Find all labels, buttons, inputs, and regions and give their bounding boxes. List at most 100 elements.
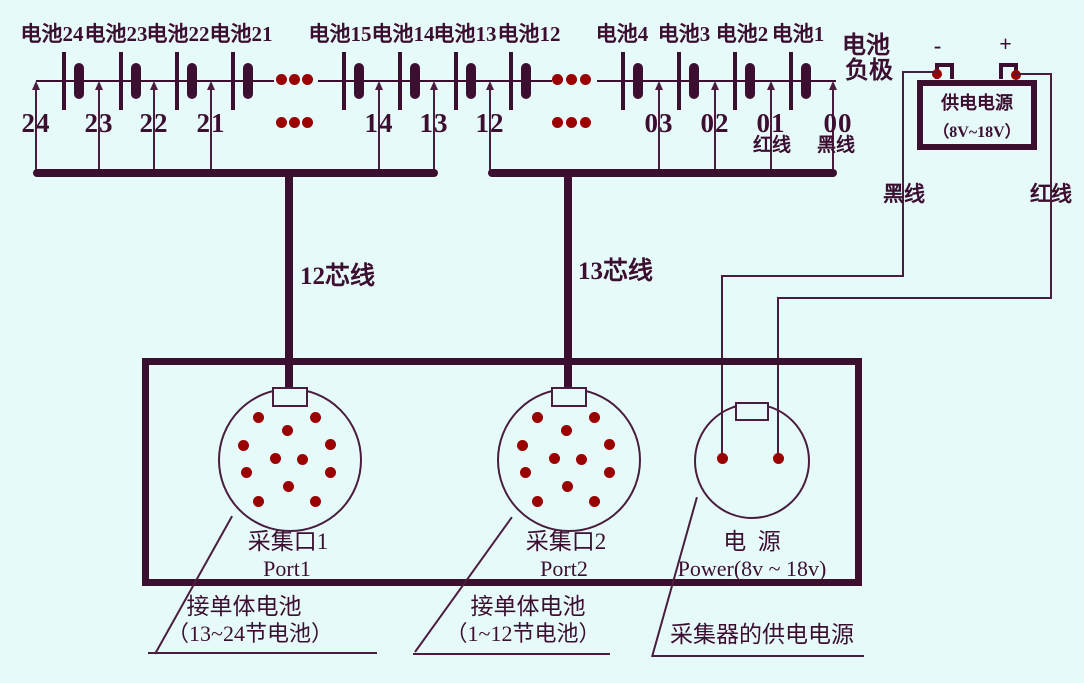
- battery-label: 电池14: [371, 22, 435, 46]
- tap-line: [658, 84, 660, 170]
- power-pin-dot: [773, 453, 784, 464]
- battery-label: 电池13: [433, 22, 497, 46]
- ellipsis-dot: [276, 117, 287, 128]
- tap-line: [210, 84, 212, 170]
- black-wire: [902, 71, 904, 277]
- pin-dot: [238, 440, 249, 451]
- battery-label: 电池15: [308, 22, 372, 46]
- battery-negative-plate: [74, 63, 84, 99]
- ellipsis-dot: [302, 117, 313, 128]
- tap-number: 02: [700, 108, 730, 138]
- cable-12-core-label: 12芯线: [300, 263, 376, 290]
- battery-label: 电池4: [595, 22, 649, 46]
- battery-positive-plate: [119, 52, 123, 110]
- battery-negative-plate: [354, 63, 364, 99]
- up-arrow-icon: [31, 81, 40, 90]
- up-arrow-icon: [485, 81, 494, 90]
- tap-line: [489, 84, 491, 170]
- bus-bar-2: [488, 169, 837, 177]
- battery-negative-plate: [466, 63, 476, 99]
- bus-bar-1: [33, 169, 438, 177]
- battery-label: 电池1: [771, 22, 825, 46]
- port2-annotation-line2: （1~12节电池）: [445, 621, 601, 646]
- battery-positive-plate: [454, 52, 458, 110]
- tap-line: [714, 84, 716, 170]
- pin-dot: [282, 425, 293, 436]
- battery-label: 电池21: [209, 22, 273, 46]
- battery-positive-plate: [342, 52, 346, 110]
- battery-negative-plate: [521, 63, 531, 99]
- pin-dot: [253, 496, 264, 507]
- minus-terminal-label: -: [933, 33, 942, 58]
- battery-positive-plate: [398, 52, 402, 110]
- port1-annotation-line2: （13~24节电池）: [167, 621, 333, 646]
- port1-annotation-line1: 接单体电池: [186, 594, 302, 619]
- ellipsis-dot: [302, 74, 313, 85]
- ellipsis-dot: [289, 74, 300, 85]
- battery-positive-plate: [789, 52, 793, 110]
- power-supply-range: （8V~18V）: [933, 123, 1021, 141]
- battery-negative-label-line1: 电池: [842, 33, 890, 59]
- ellipsis-dot: [289, 117, 300, 128]
- power-pin-dot: [717, 453, 728, 464]
- pin-dot: [589, 496, 600, 507]
- port2-connector-circle: [497, 388, 641, 532]
- tap-number: 14: [364, 108, 394, 138]
- tap-number: 23: [84, 108, 114, 138]
- ellipsis-dot: [566, 74, 577, 85]
- tap-line: [153, 84, 155, 170]
- battery-negative-plate: [745, 63, 755, 99]
- port2-connector-notch: [551, 387, 587, 407]
- ellipsis-dot: [276, 74, 287, 85]
- pin-dot: [325, 439, 336, 450]
- pin-dot: [520, 467, 531, 478]
- tap-line: [832, 84, 834, 170]
- black-wire: [721, 275, 723, 458]
- battery-positive-plate: [62, 52, 66, 110]
- battery-negative-plate: [689, 63, 699, 99]
- up-arrow-icon: [766, 81, 775, 90]
- tap-line: [770, 84, 772, 170]
- red-wire: [1014, 73, 1052, 75]
- up-arrow-icon: [149, 81, 158, 90]
- pin-dot: [604, 439, 615, 450]
- pin-dot: [270, 453, 281, 464]
- tap-line: [378, 84, 380, 170]
- tap-number: 22: [139, 108, 169, 138]
- red-wire: [777, 297, 1052, 299]
- tap-number: 21: [196, 108, 226, 138]
- battery-positive-plate: [509, 52, 513, 110]
- tap-line: [35, 84, 37, 170]
- tap-wire-color-label: 红线: [752, 135, 791, 156]
- battery-negative-plate: [243, 63, 253, 99]
- up-arrow-icon: [429, 81, 438, 90]
- tap-number: 00: [823, 108, 853, 138]
- up-arrow-icon: [710, 81, 719, 90]
- cable-13-core-label: 13芯线: [578, 258, 654, 285]
- battery-negative-label-line2: 负极: [845, 58, 893, 84]
- port1-name: 采集口1: [247, 529, 329, 554]
- power-connector-en-name: Power(8v ~ 18v): [677, 556, 827, 581]
- pin-dot: [532, 412, 543, 423]
- ellipsis-dot: [580, 117, 591, 128]
- battery-negative-plate: [131, 63, 141, 99]
- battery-label: 电池23: [84, 22, 148, 46]
- battery-label: 电池2: [715, 22, 769, 46]
- battery-label: 电池22: [146, 22, 210, 46]
- port1-en-name: Port1: [263, 556, 311, 581]
- battery-negative-plate: [801, 63, 811, 99]
- pin-dot: [589, 412, 600, 423]
- black-wire-label: 黑线: [883, 182, 925, 206]
- battery-positive-plate: [733, 52, 737, 110]
- battery-positive-plate: [621, 52, 625, 110]
- port1-connector-notch: [272, 387, 308, 407]
- pin-dot: [310, 496, 321, 507]
- pin-dot: [241, 467, 252, 478]
- black-wire: [721, 275, 904, 277]
- battery-positive-plate: [677, 52, 681, 110]
- ellipsis-dot: [552, 74, 563, 85]
- annotation-underline: [413, 653, 610, 655]
- minus-terminal-dot: [932, 69, 942, 79]
- plus-terminal-dot: [1011, 70, 1021, 80]
